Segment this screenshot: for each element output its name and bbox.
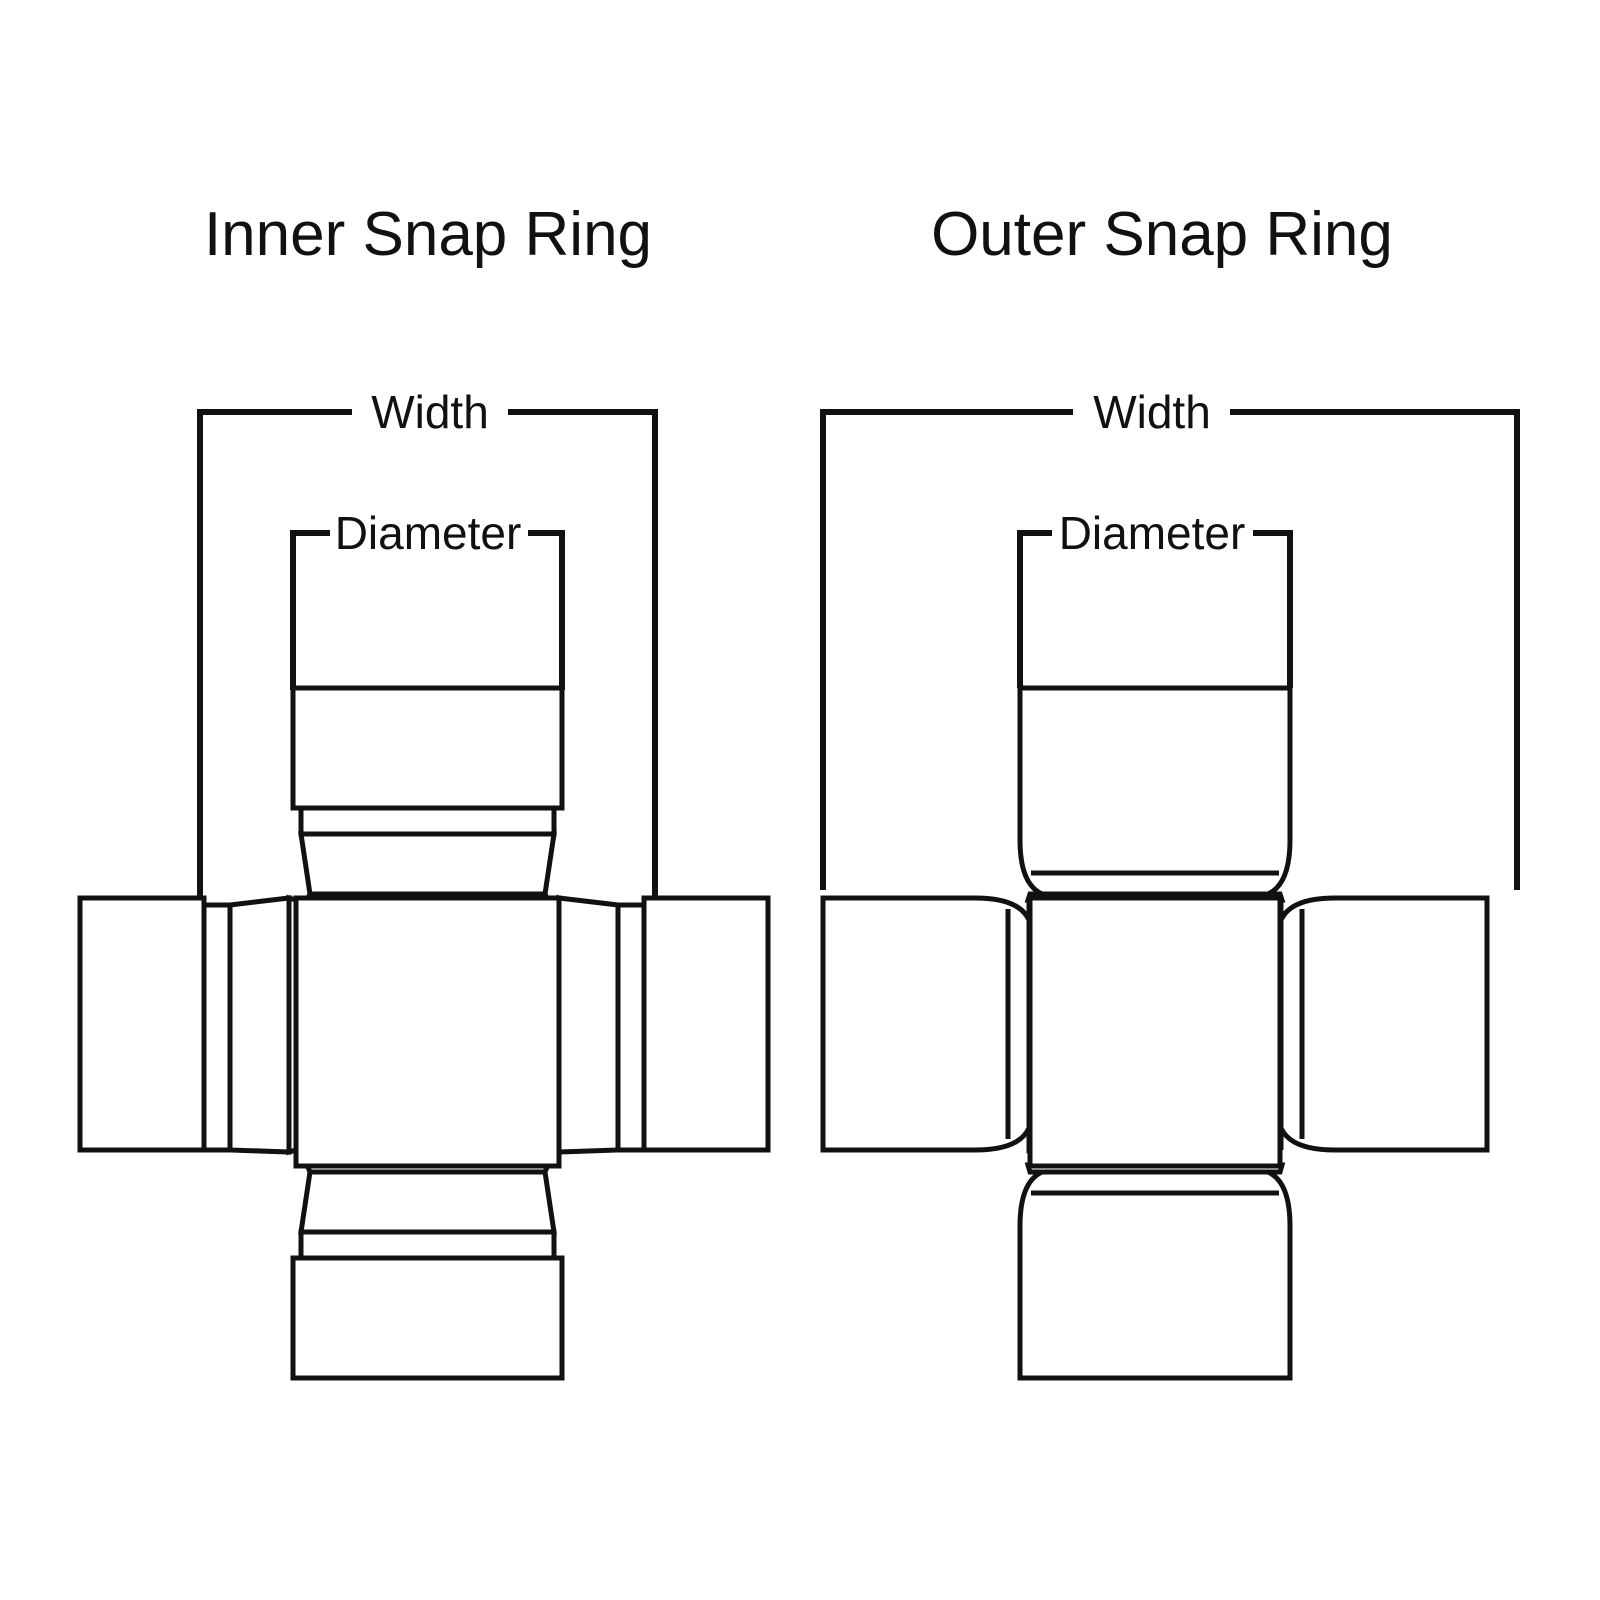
- panel-outer-snap-ring: Outer Snap Ring Width Diameter: [820, 200, 1520, 1381]
- left-width-label: Width: [371, 386, 489, 438]
- left-bottom-snap-ring-groove: [298, 1229, 557, 1261]
- right-width-label: Width: [1093, 386, 1211, 438]
- right-diameter-label: Diameter: [1059, 507, 1246, 559]
- panel-inner-snap-ring: Inner Snap Ring Width Diameter: [77, 200, 771, 1381]
- left-left-cap-flare: [227, 895, 292, 1155]
- right-diameter-dimension: [1017, 530, 1293, 688]
- left-right-cap-flare: [556, 895, 621, 1155]
- left-bottom-cap-flare: [298, 1169, 557, 1235]
- left-top-bearing-cap: [290, 685, 565, 811]
- left-top-cap-flare: [298, 831, 557, 897]
- left-diameter-dimension: [290, 530, 565, 690]
- left-right-snap-ring-groove: [615, 902, 647, 1153]
- right-top-bearing-cap: [1017, 685, 1293, 897]
- right-bottom-bearing-cap: [1017, 1169, 1293, 1381]
- left-cross-body: [293, 895, 562, 1169]
- left-left-snap-ring-groove: [201, 902, 233, 1153]
- left-panel-title: Inner Snap Ring: [204, 200, 652, 269]
- left-left-bearing-cap: [77, 895, 207, 1153]
- left-diameter-label: Diameter: [335, 507, 522, 559]
- left-bottom-bearing-cap: [290, 1255, 565, 1381]
- left-right-bearing-cap: [641, 895, 771, 1153]
- right-width-dimension: [820, 409, 1520, 890]
- right-right-bearing-cap: [1278, 895, 1490, 1153]
- right-left-bearing-cap: [820, 895, 1032, 1153]
- left-width-dimension: [197, 409, 658, 900]
- left-top-snap-ring-groove: [298, 805, 557, 837]
- right-cross-body: [1027, 895, 1283, 1169]
- right-panel-title: Outer Snap Ring: [931, 200, 1393, 269]
